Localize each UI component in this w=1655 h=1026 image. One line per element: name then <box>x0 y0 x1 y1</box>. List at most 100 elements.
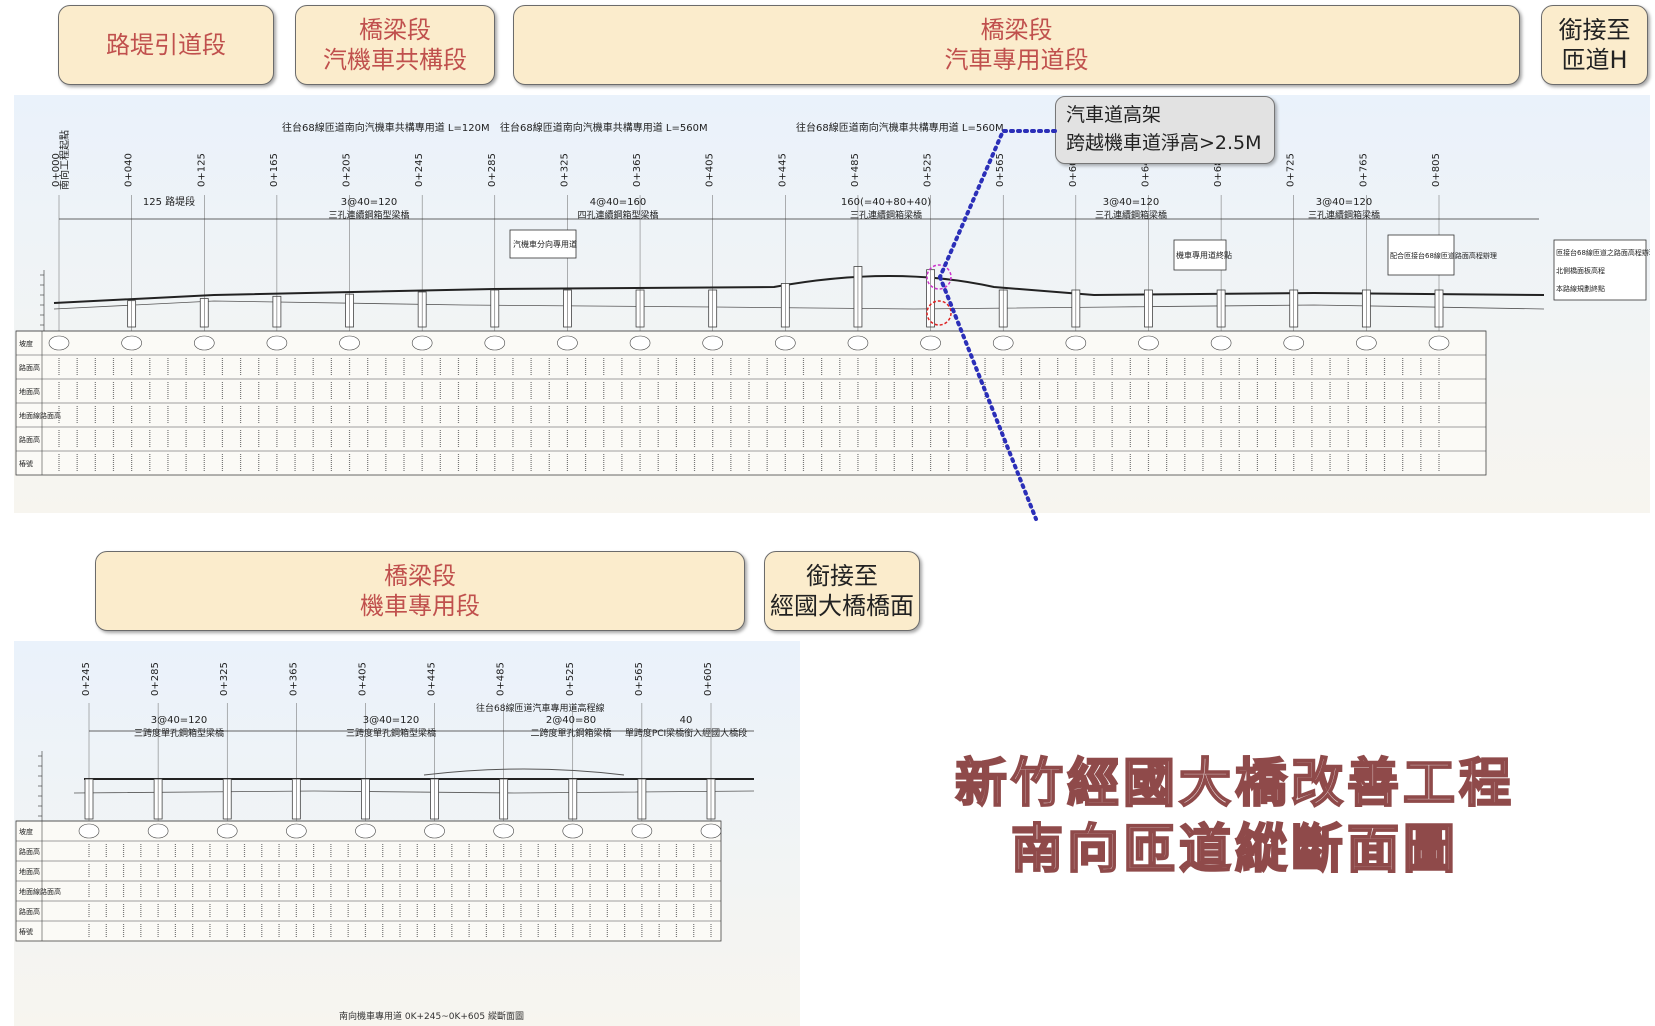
segment-label: 路堤引道段 <box>106 31 226 59</box>
station-label: 0+285 <box>487 153 498 187</box>
box-ramp-elevation: 配合匝接台68線匝道路面高程辦理 <box>1390 251 1497 260</box>
station-label: 0+245 <box>414 153 425 187</box>
span-dimension: 3@40=120 <box>1316 197 1373 208</box>
grade-marker <box>484 335 506 351</box>
piers <box>127 266 1444 328</box>
grade-marker <box>700 823 722 839</box>
main-title-line2: 南向匝道縱斷面圖 <box>1010 818 1459 881</box>
span-dimension: 3@40=120 <box>363 715 420 726</box>
segment-label-line1: 橋梁段 <box>980 16 1053 44</box>
span-dimension: 3@40=120 <box>341 197 398 208</box>
grade-marker <box>193 335 215 351</box>
table-row-label: 路面高 <box>19 363 40 372</box>
station-label: 0+040 <box>124 153 135 187</box>
span-type: 三孔連續鋼箱梁橋 <box>1308 209 1380 221</box>
grade-marker <box>355 823 376 839</box>
station-label: 0+165 <box>269 153 280 187</box>
span-dimension: 40 <box>680 715 693 726</box>
span-type: 三孔連續鋼箱梁橋 <box>850 209 922 221</box>
box-end-point: 本路線規劃終點 <box>1556 284 1605 293</box>
segment-connect-ramp-h: 銜接至 匝道H <box>1541 5 1648 85</box>
table-row-label: 樁號 <box>19 927 33 936</box>
segment-bridge-shared: 橋梁段 汽機車共構段 <box>295 5 495 85</box>
station-ticks: 0+000 0+040 0+125 0+165 0+205 0+245 0+285 0+325… <box>51 153 1442 331</box>
station-label: 0+725 <box>1286 153 1297 187</box>
station-label: 0+285 <box>150 662 161 696</box>
station-label: 0+645 <box>1140 153 1151 187</box>
callout-line2: 跨越機車道淨高>2.5M <box>1066 132 1262 154</box>
span-dimension: 3@40=120 <box>1103 197 1160 208</box>
box-connect-elevation: 匝接台68線匝道之路面高程辦理 <box>1556 248 1650 257</box>
segment-label-line2: 機車專用段 <box>360 592 480 620</box>
table-row-label: 地面線路面高 <box>19 411 61 420</box>
station-label: 0+565 <box>995 153 1006 187</box>
station-label: 0+445 <box>777 153 788 187</box>
segment-label-line1: 銜接至 <box>1558 16 1631 44</box>
segment-label-line1: 橋梁段 <box>359 16 431 44</box>
station-label: 0+245 <box>81 662 92 696</box>
span-type: 三跨度單孔鋼箱型梁橋 <box>134 727 224 739</box>
station-label: 0+405 <box>357 662 368 696</box>
span-type: 三孔連續鋼箱梁橋 <box>1095 209 1167 221</box>
grade-marker <box>411 335 433 351</box>
span-type: 三孔連續鋼箱型梁橋 <box>328 209 409 221</box>
grade-marker <box>1428 335 1450 351</box>
grade-marker <box>557 335 578 351</box>
segment-label-line2: 汽車專用道段 <box>944 46 1089 74</box>
segment-label-line2: 汽機車共構段 <box>323 46 467 74</box>
segment-connect-jingguo-bridge: 銜接至 經國大橋橋面 <box>764 551 920 631</box>
station-label: 0+605 <box>703 662 714 696</box>
grade-marker <box>1210 335 1232 351</box>
station-label: 0+365 <box>632 153 643 187</box>
callout-line1: 汽車道高架 <box>1066 104 1162 126</box>
span-labels: 3@40=120三跨度單孔鋼箱型梁橋3@40=120三跨度單孔鋼箱型梁橋2@40… <box>134 715 747 739</box>
station-label: 0+000 <box>51 153 62 187</box>
grade-marker <box>48 335 70 351</box>
table-row-label: 地面高 <box>19 387 40 396</box>
station-label: 0+205 <box>342 153 353 187</box>
station-label: 0+565 <box>634 662 645 696</box>
grade-marker <box>339 335 360 351</box>
grade-marker <box>1283 335 1305 351</box>
clearance-callout: 汽車道高架 跨越機車道淨高>2.5M <box>1055 96 1275 164</box>
station-label: 0+445 <box>427 662 438 696</box>
top-profile-svg: 0+000 0+040 0+125 0+165 0+205 0+245 0+285 0+325… <box>15 121 1650 476</box>
span-type: 三跨度單孔鋼箱型梁橋 <box>346 727 436 739</box>
span-type: 單跨度PCI梁橋銜入經國大橋段 <box>625 727 747 739</box>
station-label: 0+125 <box>196 153 207 187</box>
table-row-label: 樁號 <box>19 459 33 468</box>
station-label: 0+485 <box>850 153 861 187</box>
top-profile-drawing: 0+000 0+040 0+125 0+165 0+205 0+245 0+285 0+325… <box>14 95 1650 513</box>
table-row-label: 地面高 <box>19 867 40 876</box>
note-2: 往台68線匝道南向汽機車共構專用道 L=560M <box>500 121 708 134</box>
grade-marker <box>631 823 653 839</box>
grade-marker <box>847 335 869 351</box>
station-label: 0+405 <box>705 153 716 187</box>
station-label: 0+365 <box>288 662 299 696</box>
grade-marker <box>992 335 1014 351</box>
segment-bridge-moto-only: 橋梁段 機車專用段 <box>95 551 745 631</box>
segment-label-line1: 橋梁段 <box>384 562 456 590</box>
bottom-note: 往台68線匝道汽車專用道高程線 <box>476 702 604 714</box>
grade-marker <box>78 823 100 839</box>
table-row-label: 路面高 <box>19 435 40 444</box>
grade-marker <box>629 335 651 351</box>
station-label: 0+805 <box>1431 153 1442 187</box>
drawing-caption: 南向機車專用道 0K+245~0K+605 縱斷面圖 <box>339 1012 524 1022</box>
station-label: 0+325 <box>559 153 570 187</box>
grade-marker <box>216 823 238 839</box>
grade-marker <box>702 335 723 351</box>
table-row-label: 路面高 <box>19 907 40 916</box>
grade-marker <box>562 823 584 839</box>
box-moto-lane-end: 機車專用道終點 <box>1176 250 1232 260</box>
span-dimension: 3@40=120 <box>151 715 208 726</box>
box-car-moto-split: 汽機車分向專用道 <box>513 239 577 249</box>
grade-marker <box>775 335 796 351</box>
main-title-line1: 新竹經國大橋改善工程 <box>954 752 1515 815</box>
span-dimension: 4@40=160 <box>590 197 647 208</box>
